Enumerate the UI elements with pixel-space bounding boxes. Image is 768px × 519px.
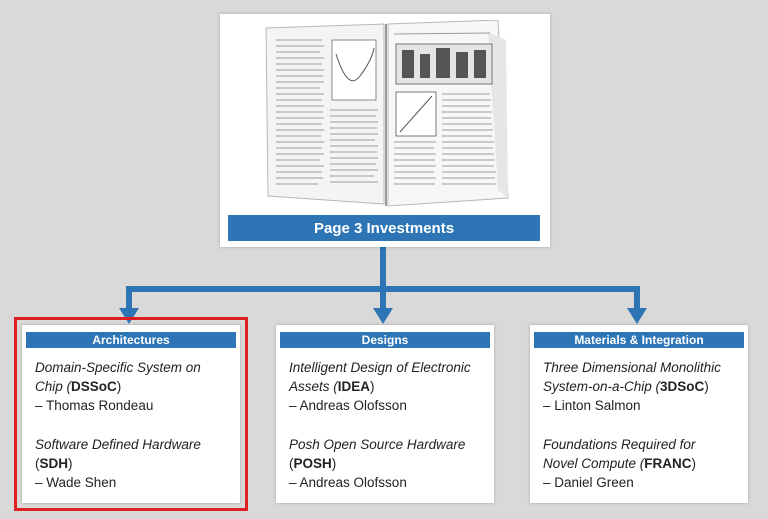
top-card: Page 3 Investments [220, 14, 550, 247]
materials-integration-box: Materials & Integration Three Dimensiona… [530, 325, 748, 503]
program-name-line2: ( [35, 456, 40, 471]
right-drop [634, 288, 640, 310]
materials-integration-header: Materials & Integration [534, 332, 744, 348]
program-acronym: 3DSoC [660, 379, 705, 394]
program-acronym-close: ) [691, 456, 697, 471]
left-arrowhead [119, 308, 139, 324]
program-manager: – Wade Shen [35, 475, 117, 490]
page-title-bar: Page 3 Investments [228, 215, 540, 241]
program-idea: Intelligent Design of Electronic Assets … [289, 358, 488, 415]
program-manager: – Andreas Olofsson [289, 398, 407, 413]
program-acronym-close: ) [331, 456, 337, 471]
program-manager: – Linton Salmon [543, 398, 641, 413]
designs-header: Designs [280, 332, 490, 348]
program-sdh: Software Defined Hardware (SDH) – Wade S… [35, 435, 234, 492]
program-acronym-close: ) [68, 456, 73, 471]
program-dssoc: Domain-Specific System on Chip (DSSoC) –… [35, 358, 234, 415]
left-drop [126, 288, 132, 310]
program-manager: – Andreas Olofsson [289, 475, 407, 490]
designs-box: Designs Intelligent Design of Electronic… [276, 325, 494, 503]
architectures-header: Architectures [26, 332, 236, 348]
program-posh: Posh Open Source Hardware (POSH) – Andre… [289, 435, 488, 492]
program-acronym: IDEA [337, 379, 371, 394]
trunk-line [380, 241, 386, 291]
program-name-line1: Software Defined Hardware [35, 437, 201, 452]
program-name-line1: Posh Open Source Hardware [289, 437, 466, 452]
program-3dsoc: Three Dimensional Monolithic System-on-a… [543, 358, 742, 415]
program-acronym: DSSoC [71, 379, 117, 394]
program-acronym-close: ) [704, 379, 709, 394]
program-name-line2: Novel Compute ( [543, 456, 645, 471]
program-name-line2: ( [289, 456, 294, 471]
program-acronym-close: ) [370, 379, 375, 394]
program-acronym: SDH [39, 456, 69, 471]
program-name-line1: Foundations Required for [543, 437, 696, 452]
program-name-line1: Intelligent Design of Electronic [289, 360, 471, 375]
program-acronym: FRANC [644, 456, 692, 471]
program-manager: – Thomas Rondeau [35, 398, 154, 413]
program-name-line1: Three Dimensional Monolithic [543, 360, 721, 375]
program-acronym: POSH [293, 456, 332, 471]
program-franc: Foundations Required for Novel Compute (… [543, 435, 742, 492]
center-drop [380, 288, 386, 310]
center-arrowhead [373, 308, 393, 324]
program-name-line2: Chip ( [35, 379, 72, 394]
program-name-line2: Assets ( [289, 379, 338, 394]
architectures-box: Architectures Domain-Specific System on … [14, 317, 248, 511]
open-book-image [265, 20, 509, 207]
program-acronym-close: ) [116, 379, 122, 394]
program-name-line1: Domain-Specific System on [35, 360, 201, 375]
program-name-line2: System-on-a-Chip ( [543, 379, 661, 394]
program-manager: – Daniel Green [543, 475, 634, 490]
right-arrowhead [627, 308, 647, 324]
